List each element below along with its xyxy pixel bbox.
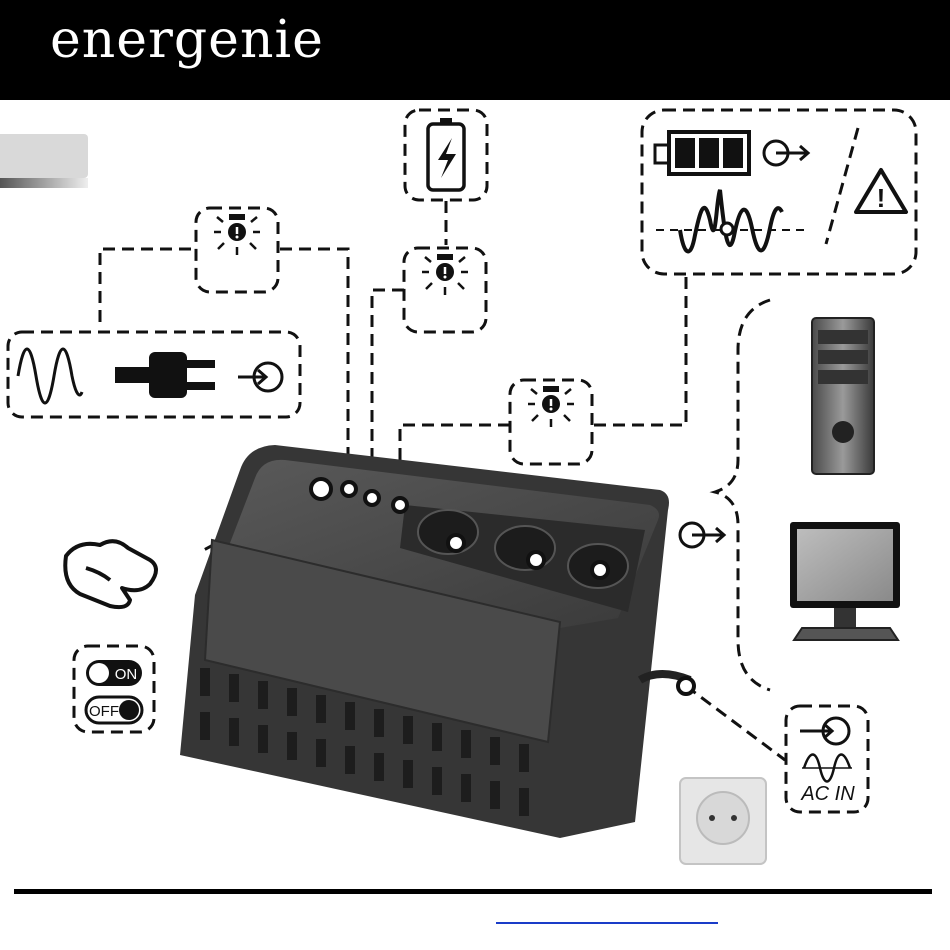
footer-rule [14,889,932,894]
monitor-icon [790,522,900,640]
switch-on-label: ON [115,666,138,683]
sine-wave-icon [18,349,82,403]
pc-tower-icon [812,318,874,474]
wall-socket-icon [680,778,766,864]
power-plug-icon [115,352,215,398]
switch-off-label: OFF [89,703,119,720]
output-arrow-icon [680,523,724,547]
footer-link[interactable] [496,906,718,924]
switch-off: OFF [86,697,142,723]
ac-in-box: AC IN [786,706,868,812]
led-indicator-icon [528,386,574,427]
svg-text:!: ! [877,183,886,213]
battery-mode-box: ! [642,110,916,274]
pointing-hand-icon [65,541,156,607]
input-arrow-icon [238,363,282,391]
ac-in-label: AC IN [800,783,855,805]
switch-box: ON OFF [74,646,154,732]
input-arrow-icon [800,718,849,744]
led-box-middle [404,248,486,332]
led-box-right [510,380,592,464]
divider-slash [826,128,858,244]
led-indicator-icon [214,214,260,255]
battery-charging-box [405,110,487,200]
battery-icon [655,132,749,174]
led-indicator-icon [422,254,468,295]
switch-on: ON [86,660,142,686]
battery-charging-icon [428,118,464,190]
warning-triangle-icon: ! [856,170,906,213]
led-box-left [196,208,278,292]
ups-device [180,445,690,838]
distorted-wave-icon [680,190,782,251]
output-arrow-icon [764,141,808,165]
input-power-panel [8,332,300,417]
